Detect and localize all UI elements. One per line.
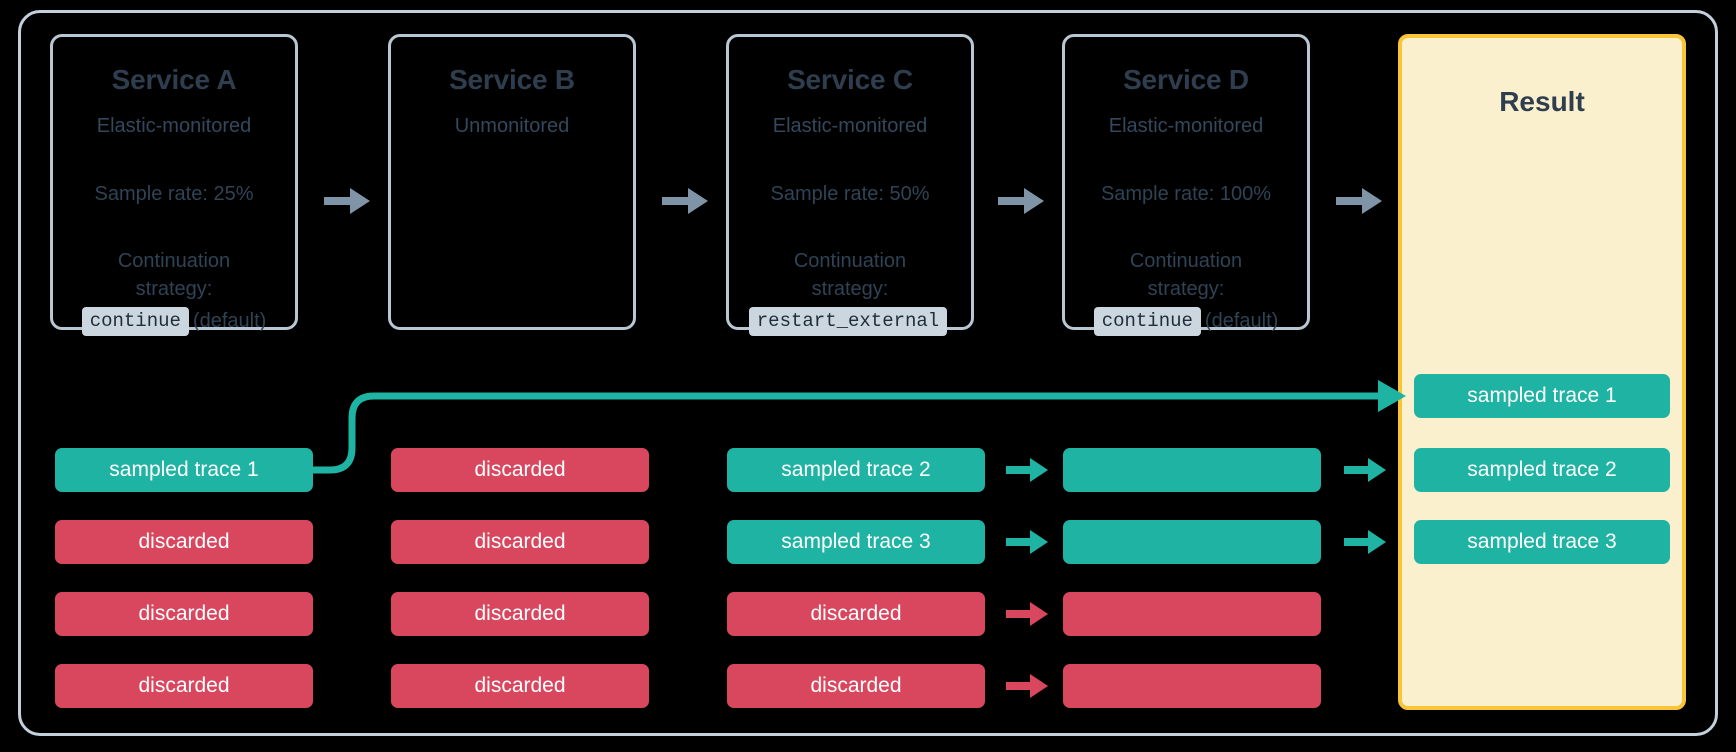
result-pill-3: sampled trace 3 <box>1414 520 1670 564</box>
service-d-strategy-badge: continue <box>1093 307 1201 336</box>
service-d-strategy-label-line2: strategy: <box>1147 278 1225 300</box>
service-c-strategy-badge: restart_external <box>748 307 948 336</box>
service-a-strategy-label-line2: strategy: <box>135 278 213 300</box>
trace-pill-d-2 <box>1063 520 1321 564</box>
service-box-d: Service D Elastic-monitored Sample rate:… <box>1062 34 1310 336</box>
trace-pill-d-4 <box>1063 664 1321 708</box>
trace-pill-a-3: discarded <box>55 592 313 636</box>
service-box-c: Service C Elastic-monitored Sample rate:… <box>726 34 974 336</box>
service-d-sample-rate: Sample rate: 100% <box>1100 183 1272 205</box>
service-d-strategy-note: (default) <box>1204 310 1279 332</box>
service-a-strategy-value-row: continue(default) <box>63 307 285 336</box>
trace-pill-b-4: discarded <box>391 664 649 708</box>
trace-pill-b-2: discarded <box>391 520 649 564</box>
service-d-strategy-label-line1: Continuation <box>1129 250 1243 272</box>
trace-pill-a-1: sampled trace 1 <box>55 448 313 492</box>
service-a-monitoring: Elastic-monitored <box>96 115 252 137</box>
result-pill-2: sampled trace 2 <box>1414 448 1670 492</box>
service-a-sample-rate: Sample rate: 25% <box>94 183 254 205</box>
service-arrow-a-to-b <box>324 188 370 214</box>
service-c-strategy-value-row: restart_external <box>739 307 961 336</box>
service-b-monitoring: Unmonitored <box>454 115 570 137</box>
row-arrow-d-to-result-2 <box>1344 530 1386 554</box>
service-box-a: Service A Elastic-monitored Sample rate:… <box>50 34 298 336</box>
trace-pill-c-2: sampled trace 3 <box>727 520 985 564</box>
trace-pill-a-4: discarded <box>55 664 313 708</box>
service-arrow-c-to-d <box>998 188 1044 214</box>
trace-pill-d-1 <box>1063 448 1321 492</box>
service-c-strategy-label-line1: Continuation <box>793 250 907 272</box>
service-c-monitoring: Elastic-monitored <box>772 115 928 137</box>
service-c-title: Service C <box>787 64 913 95</box>
service-a-strategy-note: (default) <box>192 310 267 332</box>
trace-pill-b-3: discarded <box>391 592 649 636</box>
service-box-b: Service B Unmonitored <box>388 34 636 330</box>
row-arrow-c-to-d-3 <box>1006 602 1048 626</box>
service-a-strategy-badge: continue <box>81 307 189 336</box>
service-arrow-d-to-result <box>1336 188 1382 214</box>
row-arrow-c-to-d-4 <box>1006 674 1048 698</box>
service-c-strategy-label-line2: strategy: <box>811 278 889 300</box>
service-d-title: Service D <box>1123 64 1249 95</box>
service-d-monitoring: Elastic-monitored <box>1108 115 1264 137</box>
service-arrow-b-to-c <box>662 188 708 214</box>
service-a-strategy-label-line1: Continuation <box>117 250 231 272</box>
row-arrow-c-to-d-2 <box>1006 530 1048 554</box>
service-a-title: Service A <box>111 64 237 95</box>
trace-pill-b-1: discarded <box>391 448 649 492</box>
trace-pill-a-2: discarded <box>55 520 313 564</box>
result-title: Result <box>1499 86 1585 117</box>
row-arrow-c-to-d-1 <box>1006 458 1048 482</box>
service-b-title: Service B <box>449 64 575 95</box>
trace-pill-c-3: discarded <box>727 592 985 636</box>
result-pill-1: sampled trace 1 <box>1414 374 1670 418</box>
trace-pill-d-3 <box>1063 592 1321 636</box>
result-panel: Result <box>1398 34 1686 710</box>
row-arrow-d-to-result-1 <box>1344 458 1386 482</box>
trace-pill-c-4: discarded <box>727 664 985 708</box>
trace-pill-c-1: sampled trace 2 <box>727 448 985 492</box>
service-c-sample-rate: Sample rate: 50% <box>770 183 930 205</box>
service-d-strategy-value-row: continue(default) <box>1075 307 1297 336</box>
